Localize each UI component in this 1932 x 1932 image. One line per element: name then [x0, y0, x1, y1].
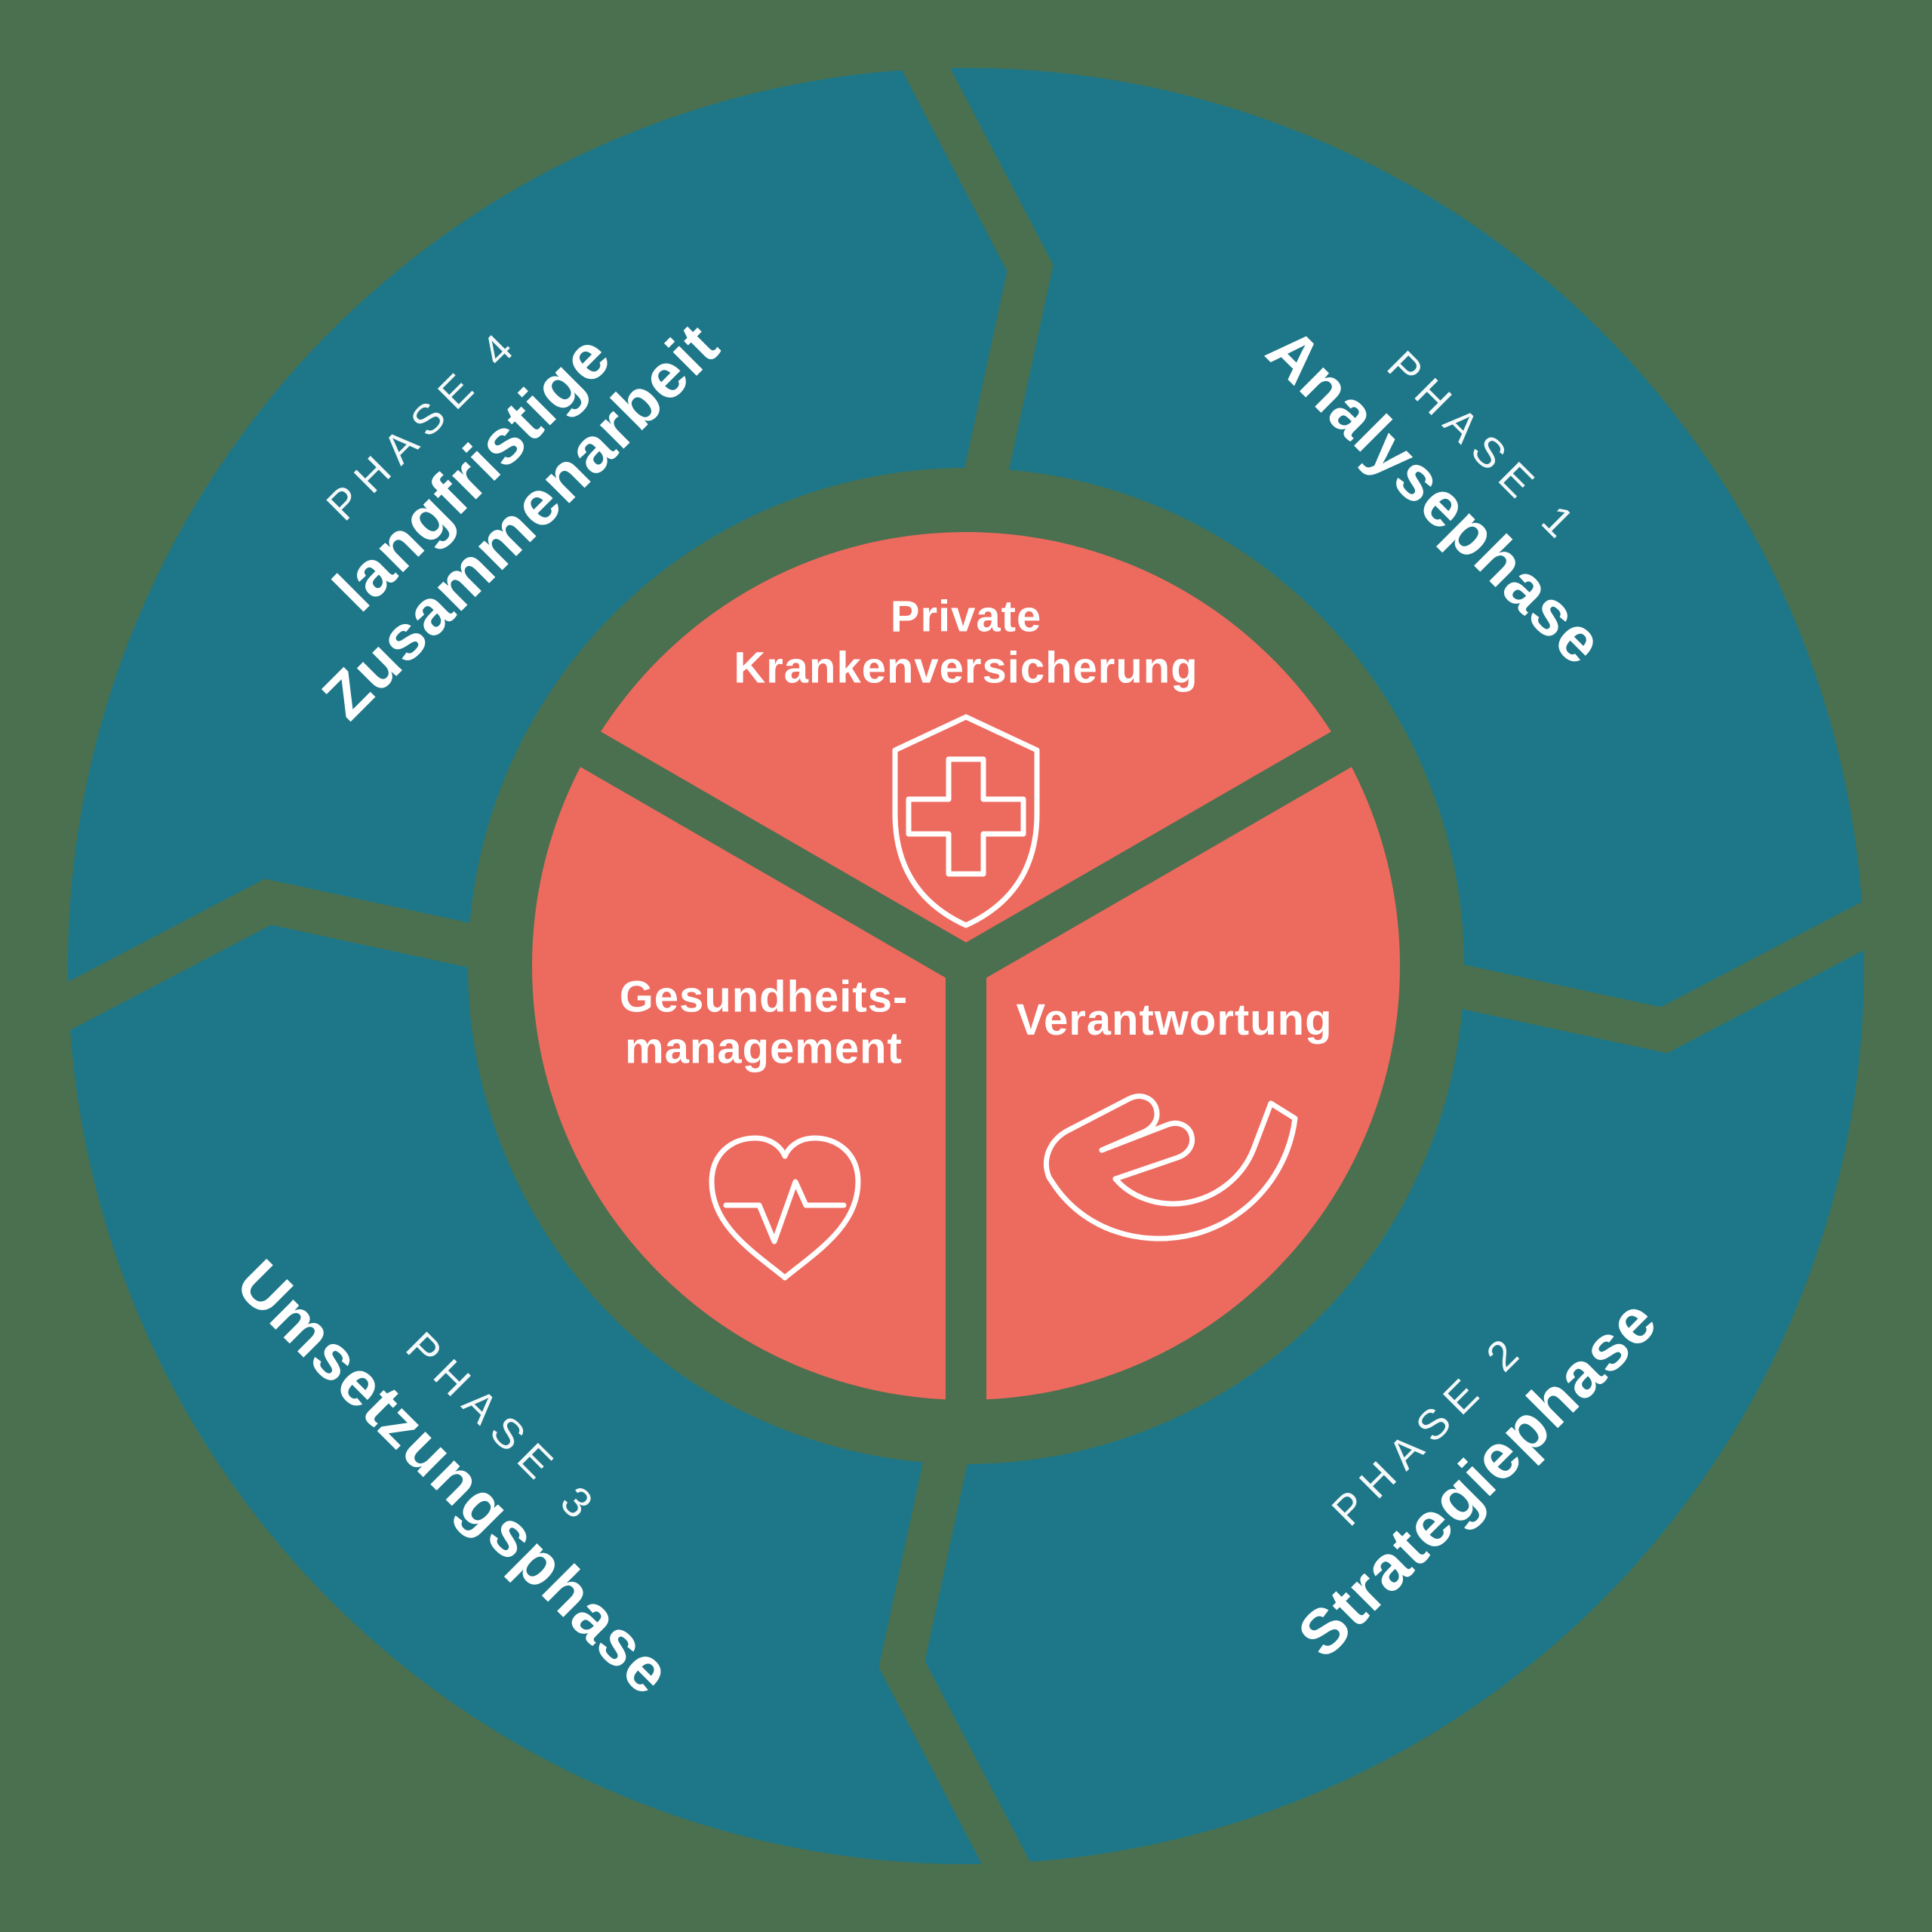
ring-gap-top-chevron	[886, 20, 1054, 518]
segment-left-label-line-1: Gesundheits-	[619, 972, 909, 1022]
inner-divider-upper-left	[550, 714, 977, 984]
segment-private-krankenversicherung-label: Private Krankenversicherung	[734, 592, 1198, 695]
ring-gap-left-chevron	[20, 878, 518, 1046]
ring-gap-bottom-chevron	[878, 1414, 1046, 1912]
segment-top-label-line-2: Krankenversicherung	[734, 644, 1198, 693]
pulse-line	[723, 1179, 847, 1244]
segment-top-label-line-1: Private	[890, 592, 1042, 641]
segment-left-label-line-2: management	[625, 1024, 903, 1073]
segment-right-label-line-1: Verantwortung	[1016, 995, 1333, 1044]
heart-outline	[709, 1135, 861, 1281]
shield-cross-icon	[892, 714, 1040, 928]
shield-outline	[892, 714, 1040, 928]
inner-divider-upper-right	[955, 714, 1382, 984]
hand-palm	[1046, 1100, 1298, 1241]
hand-fingers	[1043, 1094, 1160, 1180]
heart-pulse-icon	[709, 1135, 861, 1281]
hand-fingers-2	[1099, 1120, 1195, 1182]
segment-verantwortung-label: Verantwortung	[1016, 995, 1332, 1046]
segment-gesundheitsmanagement-label: Gesundheits- management	[620, 972, 909, 1075]
cross-outline	[906, 756, 1026, 877]
giving-hand-icon	[1043, 1094, 1298, 1241]
ring-gap-right-chevron	[1414, 886, 1912, 1054]
